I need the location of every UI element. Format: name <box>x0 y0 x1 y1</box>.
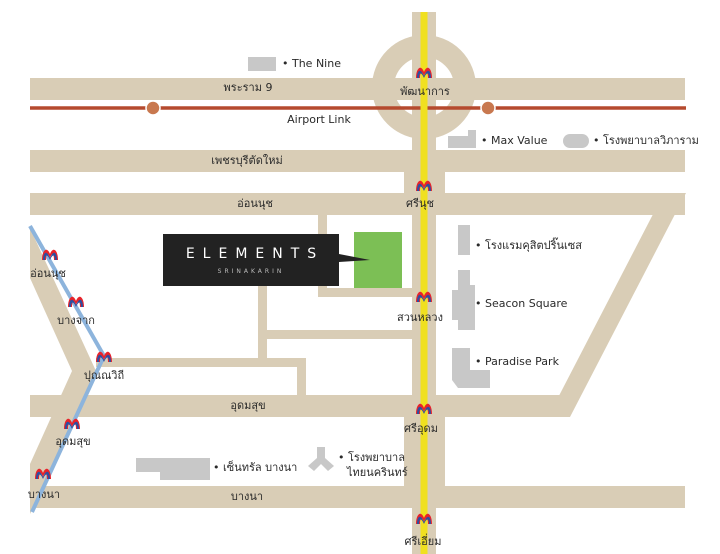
road-label-phetchaburi: เพชรบุรีตัดใหม่ <box>211 154 283 167</box>
station-icon <box>416 67 432 78</box>
landmark-princess-annex <box>462 236 470 255</box>
road-onnut <box>30 193 685 215</box>
landmark-thainakarin-hospital <box>308 447 334 471</box>
airport-link-station-icon <box>145 100 161 116</box>
station-label-phatthanakan: พัฒนาการ <box>400 85 450 98</box>
station-icon <box>96 351 112 362</box>
project-name: ELEMENTS <box>185 246 325 262</box>
road-label-onnut: อ่อนนุช <box>237 197 273 210</box>
landmark-max-value-annex <box>468 130 476 136</box>
station-icon <box>416 291 432 302</box>
station-label-bts-udomsuk: อุดมสุข <box>55 435 91 448</box>
soi-7 <box>436 172 445 195</box>
soi-8 <box>404 172 413 195</box>
soi-3 <box>258 276 267 358</box>
road-label-bangna: บางนา <box>230 490 264 503</box>
landmark-label-seacon: • Seacon Square <box>475 297 568 310</box>
soi-9 <box>436 417 445 486</box>
road-rama9 <box>30 78 685 100</box>
landmark-max-value <box>448 136 476 148</box>
landmark-label-central: • เซ็นทรัล บางนา <box>213 461 298 474</box>
soi-4 <box>258 330 412 339</box>
soi-5 <box>96 358 306 367</box>
landmark-label-thainakarin-2: ไทยนครินทร์ <box>347 466 408 479</box>
landmark-label-vibharam: • โรงพยาบาลวิภาราม <box>593 134 699 147</box>
road-udomsuk <box>30 395 570 417</box>
yellow-line-stations <box>416 67 432 524</box>
landmark-vibharam <box>563 134 589 148</box>
landmark-label-max-value: • Max Value <box>481 134 548 147</box>
station-label-bts-onnut: อ่อนนุช <box>30 267 66 280</box>
elements-logo: ELEMENTS SRINAKARIN <box>163 234 339 286</box>
station-label-suan-luang: สวนหลวง <box>397 311 443 324</box>
station-icon <box>68 296 84 307</box>
road-diagonal-east <box>548 193 686 417</box>
station-label-sri-udom: ศรีอุดม <box>404 422 438 435</box>
station-label-srinut: ศรีนุช <box>406 197 434 210</box>
landmarks <box>136 57 589 480</box>
landmark-label-paradise: • Paradise Park <box>475 355 559 368</box>
road-bangna <box>30 486 685 508</box>
station-icon <box>416 180 432 191</box>
station-label-bts-bangna: บางนา <box>27 488 61 501</box>
soi-10 <box>404 417 413 486</box>
station-label-bts-bangchak: บางจาก <box>57 314 95 327</box>
landmark-the-nine <box>248 57 276 71</box>
station-label-bts-punnawithi: ปุณณวิถี <box>83 369 125 382</box>
bts-line <box>30 355 106 513</box>
station-icon <box>64 418 80 429</box>
landmark-paradise-park <box>452 348 490 388</box>
road-sukhumvit-west <box>30 228 96 514</box>
bts-stations <box>35 249 112 479</box>
airport-link-stations <box>145 100 496 116</box>
landmark-label-thainakarin-1: • โรงพยาบาล <box>338 451 405 464</box>
road-phetchaburi <box>30 150 685 172</box>
bts-line <box>28 225 106 357</box>
soi-6 <box>297 358 306 395</box>
road-label-udomsuk: อุดมสุข <box>230 399 266 412</box>
station-icon <box>42 249 58 260</box>
soi-2 <box>327 288 412 297</box>
road-label-airport-link: Airport Link <box>287 113 351 126</box>
station-icon <box>416 403 432 414</box>
airport-link-station-icon <box>480 100 496 116</box>
landmark-label-princess: • โรงแรมคุสิตปริ๊นเซส <box>475 239 582 252</box>
landmark-central-bangna <box>136 458 210 480</box>
project-subtitle: SRINAKARIN <box>217 268 285 275</box>
logo-pointer <box>339 254 370 262</box>
landmark-seacon-square <box>452 270 475 330</box>
station-icon <box>416 513 432 524</box>
station-icon <box>35 468 51 479</box>
station-label-sri-iam: ศรีเอี่ยม <box>404 535 442 548</box>
road-label-rama9: พระราม 9 <box>223 81 273 94</box>
landmark-label-the-nine: • The Nine <box>282 57 341 70</box>
